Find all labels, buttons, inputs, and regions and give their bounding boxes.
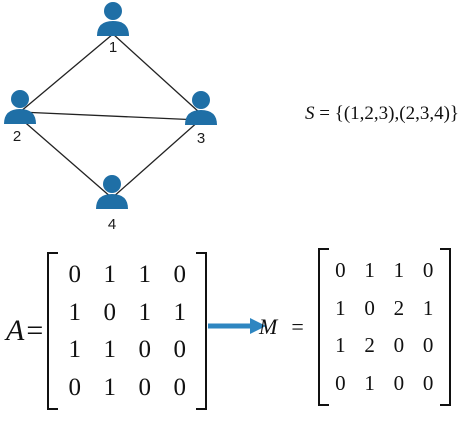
- matrix-a-block: A = 0 1 1 0 1 0 1 1 1 1 0 0 0 1 0 0: [6, 252, 208, 410]
- transform-arrow-icon: [208, 318, 266, 334]
- matrix-a-grid: 0 1 1 0 1 0 1 1 1 1 0 0 0 1 0 0: [57, 256, 197, 406]
- user-icon: [185, 91, 217, 125]
- graph-edges: [19, 33, 201, 199]
- network-graph: 1 2 3 4: [4, 2, 217, 233]
- matrix-cell: 1: [103, 261, 117, 288]
- matrix-cell: 0: [173, 336, 187, 363]
- matrix-cell: 2: [393, 295, 405, 320]
- matrix-a-equals: =: [26, 314, 44, 347]
- matrix-cell: 2: [364, 333, 375, 357]
- matrix-cell: 0: [103, 298, 117, 326]
- edge-2-4: [19, 117, 113, 199]
- matrix-m-grid: 0 1 1 0 1 0 2 1 1 2 0 0 0 1 0 0: [326, 252, 443, 402]
- matrix-cell: 1: [422, 295, 434, 320]
- right-bracket: [439, 248, 451, 406]
- matrix-cell: 1: [335, 295, 346, 320]
- node-label-2: 2: [13, 128, 21, 145]
- matrix-a: 0 1 1 0 1 0 1 1 1 1 0 0 0 1 0 0: [47, 252, 208, 410]
- matrix-cell: 1: [173, 298, 187, 326]
- matrix-m: 0 1 1 0 1 0 2 1 1 2 0 0 0 1 0 0: [317, 248, 451, 406]
- matrix-cell: 1: [103, 373, 117, 401]
- node-4: 4: [96, 175, 128, 233]
- matrix-cell: 0: [393, 370, 405, 395]
- matrix-cell: 1: [364, 370, 375, 395]
- node-label-1: 1: [109, 39, 117, 56]
- matrix-cell: 1: [138, 298, 152, 326]
- matrix-a-name: A: [6, 314, 25, 347]
- user-icon: [97, 2, 129, 36]
- set-name: S: [305, 103, 315, 124]
- node-label-3: 3: [197, 130, 205, 147]
- edge-2-3: [19, 111, 201, 121]
- matrix-cell: 0: [173, 261, 187, 288]
- right-bracket: [196, 252, 208, 410]
- matrix-cell: 1: [138, 261, 152, 288]
- matrix-cell: 1: [364, 258, 375, 282]
- matrix-cell: 1: [393, 258, 405, 282]
- matrix-cell: 1: [68, 336, 82, 363]
- node-3: 3: [185, 91, 217, 147]
- matrix-cell: 0: [68, 373, 82, 401]
- node-2: 2: [4, 90, 36, 145]
- matrix-cell: 0: [335, 370, 346, 395]
- left-bracket: [317, 248, 329, 406]
- matrix-cell: 0: [335, 258, 346, 282]
- set-definition: S = {(1,2,3),(2,3,4)}: [305, 103, 459, 125]
- matrix-cell: 0: [173, 373, 187, 401]
- node-1: 1: [97, 2, 129, 56]
- matrix-cell: 0: [422, 370, 434, 395]
- matrix-cell: 0: [138, 336, 152, 363]
- matrix-cell: 1: [335, 333, 346, 357]
- matrix-m-equals: =: [291, 314, 304, 339]
- set-equals: =: [319, 103, 330, 124]
- edge-1-3: [112, 33, 201, 114]
- edge-3-4: [111, 119, 201, 199]
- node-label-4: 4: [108, 216, 116, 233]
- matrix-cell: 0: [138, 373, 152, 401]
- matrix-m-name: M: [259, 314, 278, 339]
- matrix-cell: 0: [393, 333, 405, 357]
- matrix-cell: 1: [68, 298, 82, 326]
- matrix-cell: 0: [68, 261, 82, 288]
- matrix-cell: 0: [364, 295, 375, 320]
- matrix-cell: 0: [422, 333, 434, 357]
- user-icon: [4, 90, 36, 124]
- matrix-cell: 0: [422, 258, 434, 282]
- matrix-cell: 1: [103, 336, 117, 363]
- matrix-m-block: M = 0 1 1 0 1 0 2 1 1 2 0 0 0 1 0 0: [259, 248, 451, 406]
- edge-1-2: [19, 33, 114, 113]
- left-bracket: [47, 252, 59, 410]
- set-value: {(1,2,3),(2,3,4)}: [334, 103, 460, 124]
- user-icon: [96, 175, 128, 209]
